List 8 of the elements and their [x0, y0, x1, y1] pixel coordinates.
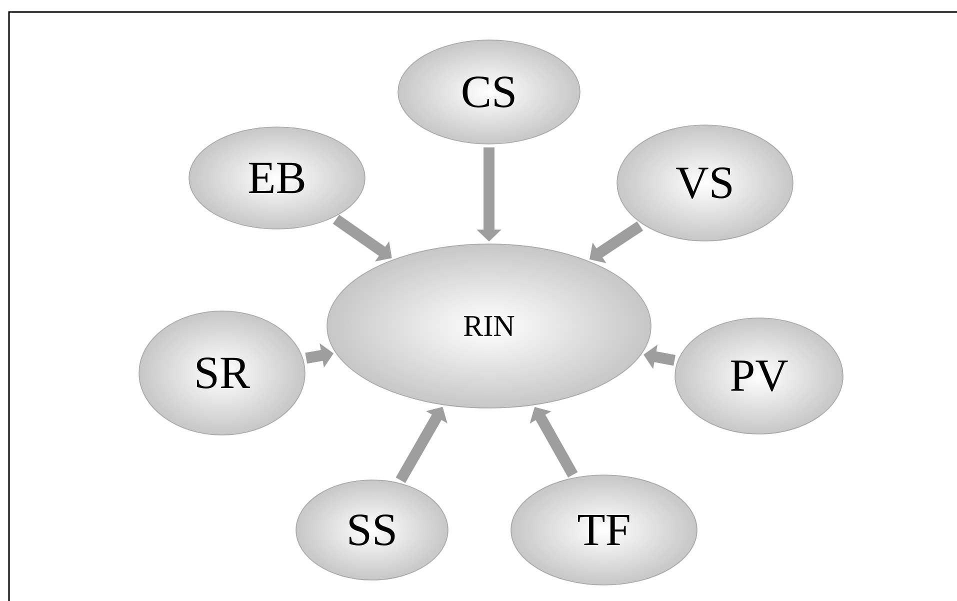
ellipse-node: RIN — [326, 244, 652, 408]
ellipse-node: EB — [188, 126, 366, 230]
ellipse-node: CS — [398, 40, 580, 144]
ellipse-node: SS — [296, 480, 448, 580]
ellipse-node: VS — [616, 124, 794, 242]
ellipse-node: TF — [510, 474, 698, 586]
ellipse-node: PV — [674, 318, 844, 434]
ellipse-node: SR — [138, 310, 306, 436]
